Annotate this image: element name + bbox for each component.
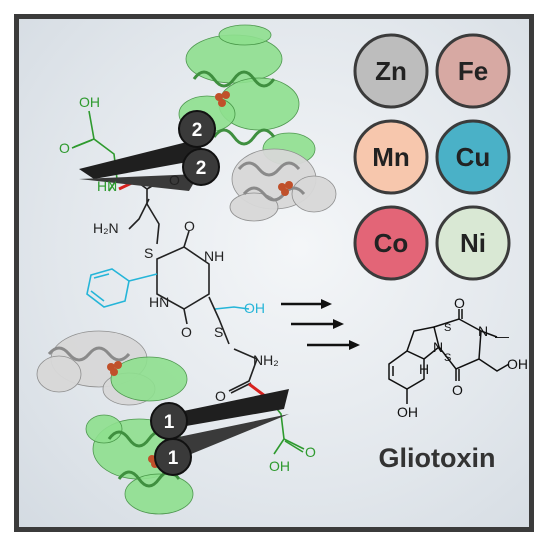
metal-co-label: Co <box>374 228 409 258</box>
gliotoxin-h-label: H <box>419 361 429 377</box>
metal-zn: Zn <box>353 33 429 109</box>
lower-nh2-label: NH₂ <box>253 352 279 368</box>
arrow-2 <box>291 319 344 329</box>
metal-fe-label: Fe <box>458 56 488 86</box>
lower-site-label-2: 1 <box>168 448 179 469</box>
scene-canvas: 2 2 1 1 OH O HN O H₂N S O NH HN O OH S N… <box>36 24 528 515</box>
lower-enzyme <box>36 330 194 515</box>
gliotoxin-oh-bottom-label: OH <box>397 404 418 420</box>
lower-amide-o-label: O <box>215 388 226 404</box>
lower-o-label: O <box>305 444 316 460</box>
gliotoxin-structure <box>388 309 510 404</box>
upper-site-label-2: 2 <box>196 158 207 179</box>
metal-fe: Fe <box>435 33 511 109</box>
upper-hn-label: HN <box>97 178 117 194</box>
upper-site-label-1: 2 <box>192 120 203 141</box>
metal-mn-circle <box>353 119 429 195</box>
metal-grid: Zn Fe Mn Cu Co Ni <box>353 33 511 281</box>
arrow-3 <box>307 340 360 350</box>
lower-s-label: S <box>214 324 223 340</box>
upper-enzyme <box>178 24 337 222</box>
upper-h2n-label: H₂N <box>93 220 119 236</box>
substrate-structure <box>71 110 305 455</box>
metal-ni-circle <box>435 205 511 281</box>
metal-ni: Ni <box>435 205 511 281</box>
product-name: Gliotoxin <box>379 443 496 473</box>
reaction-arrows <box>281 299 360 350</box>
upper-enzyme-gray-domain <box>229 148 337 222</box>
gliotoxin-s-bottom-label: S <box>444 352 451 364</box>
metal-mn-label: Mn <box>372 142 410 172</box>
gliotoxin-labels: O S N — N S H O OH OH <box>397 295 528 420</box>
metal-fe-circle <box>435 33 511 109</box>
gliotoxin-methyl-label: — <box>495 328 509 344</box>
lower-site-label-1: 1 <box>164 412 175 433</box>
gliotoxin-o-bottom-label: O <box>452 382 463 398</box>
upper-glutamyl-group <box>71 110 118 192</box>
upper-metal-cluster <box>215 91 293 196</box>
upper-scissors: 2 2 <box>79 110 220 191</box>
gliotoxin-s-top-label: S <box>444 322 451 334</box>
arrow-1 <box>281 299 332 309</box>
lower-scissors: 1 1 <box>150 389 289 476</box>
metal-cu-circle <box>435 119 511 195</box>
gliotoxin-dkp-ring <box>433 318 482 370</box>
ring-hn-label: HN <box>149 294 169 310</box>
figure-frame: 2 2 1 1 OH O HN O H₂N S O NH HN O OH S N… <box>14 14 534 532</box>
ring-o-top-label: O <box>184 218 195 234</box>
atom-labels: OH O HN O H₂N S O NH HN O OH S NH₂ O O O… <box>59 94 316 474</box>
upper-o-label: O <box>59 140 70 156</box>
metal-co: Co <box>353 205 429 281</box>
metal-cu: Cu <box>435 119 511 195</box>
metal-cu-label: Cu <box>456 142 491 172</box>
metal-co-circle <box>353 205 429 281</box>
gliotoxin-n-ring-label: N <box>433 339 443 355</box>
upper-oh-label: OH <box>79 94 100 110</box>
metal-zn-circle <box>353 33 429 109</box>
ring-nh-label: NH <box>204 248 224 264</box>
upper-amide-o-label: O <box>169 172 180 188</box>
ring-o-bottom-label: O <box>181 324 192 340</box>
metal-zn-label: Zn <box>375 56 407 86</box>
metal-mn: Mn <box>353 119 429 195</box>
gliotoxin-o-top-label: O <box>454 295 465 311</box>
lower-oh-label: OH <box>269 458 290 474</box>
benzyl-group <box>86 268 250 310</box>
serine-oh-label: OH <box>244 300 265 316</box>
gliotoxin-oh-right-label: OH <box>507 356 528 372</box>
upper-s-label: S <box>144 245 153 261</box>
gliotoxin-n-label: N <box>478 323 488 339</box>
metal-ni-label: Ni <box>460 228 486 258</box>
